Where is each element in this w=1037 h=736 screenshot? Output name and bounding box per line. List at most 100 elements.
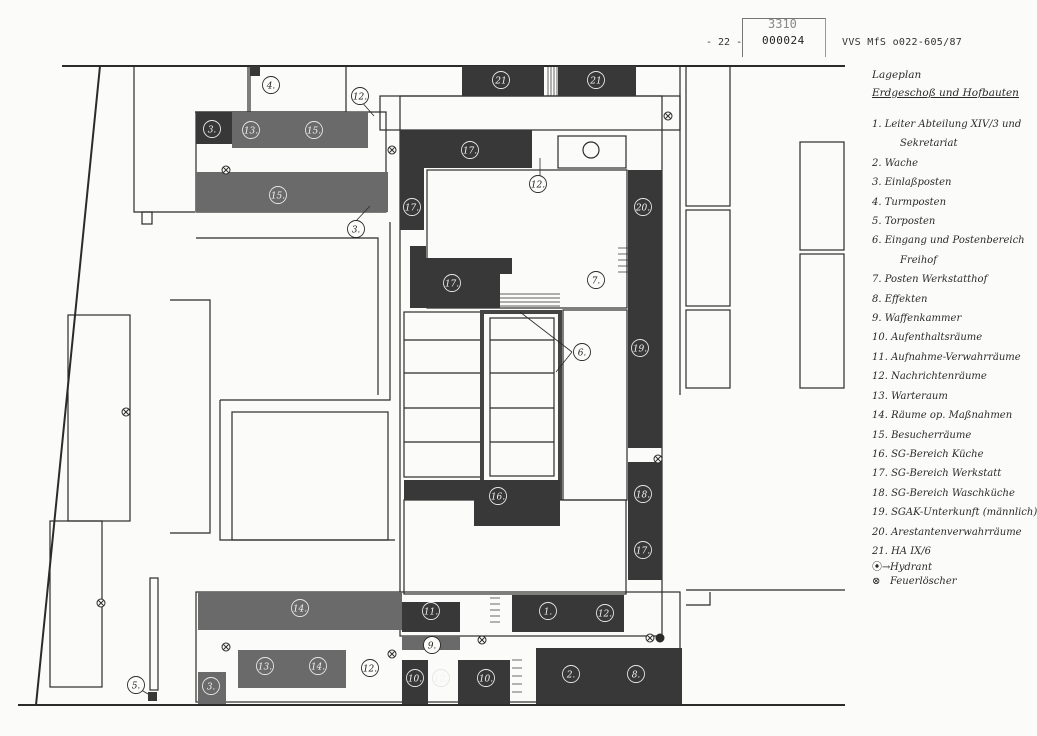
room-number-label: 3.: [352, 226, 361, 236]
room-13-14-south: [238, 650, 346, 688]
room-north-wing: [400, 130, 532, 168]
east-building-3: [685, 309, 731, 389]
room-marker: [631, 339, 649, 357]
room-number-label: 3.: [208, 126, 217, 136]
room-marker: [269, 186, 287, 204]
legend-item: 1. Leiter Abteilung XIV/3 und: [872, 119, 1022, 130]
cell-block-east: [489, 317, 555, 477]
legend-item: 14. Räume op. Maßnahmen: [872, 410, 1013, 422]
room-21-a: [462, 66, 544, 96]
room-marker: [309, 657, 327, 675]
fire-extinguisher-icon: [96, 598, 106, 608]
east-building-4: [799, 141, 845, 251]
fire-extinguisher-icon: [221, 642, 231, 652]
room-marker: [305, 121, 323, 139]
room-number-label: 14.: [311, 663, 325, 673]
room-20-19: [628, 170, 662, 448]
stair-east: [618, 247, 628, 273]
legend-item: 20. Arestantenverwahrräume: [872, 526, 1022, 538]
room-marker: [242, 121, 260, 139]
stair-north: [547, 66, 558, 96]
room-number-label: 4.: [266, 82, 276, 92]
room-marker: [489, 487, 507, 505]
room-marker: [529, 175, 547, 193]
room-number-label: 17.: [405, 204, 419, 214]
inner-wall-2: [170, 299, 211, 534]
left-strip-2: [49, 520, 103, 688]
document-reference: VVS MfS o022-605/87: [842, 37, 963, 48]
room-marker: [347, 220, 365, 238]
legend-item: 10. Aufenthaltsräume: [872, 332, 983, 344]
room-11: [402, 602, 460, 632]
room-16: [404, 480, 560, 526]
room-number-label: 9.: [428, 642, 437, 652]
room-marker: [443, 274, 461, 292]
legend-item: 5. Torposten: [872, 216, 936, 228]
stair-south: [490, 597, 522, 693]
legend-item: 12. Nachrichtenräume: [872, 371, 987, 383]
hydrant-icon: ⦿→: [872, 562, 891, 574]
room-2-8: [536, 648, 682, 704]
leader-3-mid: [354, 205, 371, 223]
cell-block-west: [403, 311, 483, 478]
room-17-block: [410, 246, 512, 308]
stamp-number-bottom: 000024: [762, 34, 805, 47]
stair-north-east: [557, 135, 627, 169]
room-13-15: [232, 112, 368, 148]
legend-items: 1. Leiter Abteilung XIV/3 und Sekretaria…: [872, 115, 1037, 561]
room-marker: [627, 665, 645, 683]
room-marker: [432, 669, 450, 687]
left-post: [149, 577, 159, 691]
room-marker: [361, 659, 379, 677]
fire-extinguisher-icon: [477, 635, 487, 645]
stamp-number-top: 3310: [768, 17, 797, 31]
legend-item: 11. Aufnahme-Verwahrräume: [872, 351, 1021, 363]
room-marker: [203, 120, 221, 138]
fire-extinguishers: [96, 111, 673, 659]
east-wall-2: [686, 592, 711, 606]
stair-courtyard: [500, 293, 560, 307]
legend-item: 17. SG-Bereich Werkstatt: [872, 468, 1002, 480]
room-marker: [291, 599, 309, 617]
fire-extinguisher-icon: [387, 145, 397, 155]
legend-item: 15. Besucherräume: [872, 429, 972, 441]
room-marker: [202, 677, 220, 695]
room-number-label: 13.: [244, 127, 258, 137]
legend-title: Lageplan: [872, 69, 922, 81]
tower-post-4: [250, 66, 260, 76]
legend-item: 8. Effekten: [872, 293, 928, 305]
room-number-label: 12.: [434, 675, 448, 685]
gate-post-5: [148, 692, 157, 701]
room-marker: [634, 198, 652, 216]
room-marker: [262, 76, 280, 94]
fire-extinguisher-icon: [645, 633, 655, 643]
room-number-label: 16.: [491, 493, 505, 503]
room-marker: [403, 198, 421, 216]
room-number-label: 1.: [544, 608, 553, 618]
room-marker: [539, 602, 557, 620]
east-building-2: [685, 209, 731, 307]
legend-panel: Lageplan Erdgeschoß und Hofbauten 1. Lei…: [872, 66, 1037, 589]
room-number-label: 13.: [258, 663, 272, 673]
legend-item: 18. SG-Bereich Waschküche: [872, 487, 1015, 499]
shaded-rooms: [196, 66, 682, 704]
room-marker: [461, 141, 479, 159]
legend-symbol-label: Hydrant: [890, 562, 932, 574]
fire-extinguisher-icon: [653, 454, 663, 464]
room-number-label: 17.: [463, 147, 477, 157]
room-marker: [562, 665, 580, 683]
room-10-a: [402, 660, 428, 704]
room-14: [198, 592, 402, 630]
fire-extinguisher-icon: [663, 111, 673, 121]
tower-post-circle: [582, 141, 600, 159]
room-21-b: [558, 66, 636, 96]
hydrant-icon: [655, 633, 665, 643]
gate-pillar: [141, 211, 153, 225]
room-number-label: 17.: [636, 547, 650, 557]
room-marker: [587, 271, 605, 289]
room-number-label: 19.: [633, 345, 647, 355]
room-number-label: 21: [494, 77, 506, 87]
room-marker: [423, 636, 441, 654]
room-number-label: 6.: [578, 349, 587, 359]
left-strip-1: [67, 314, 131, 522]
